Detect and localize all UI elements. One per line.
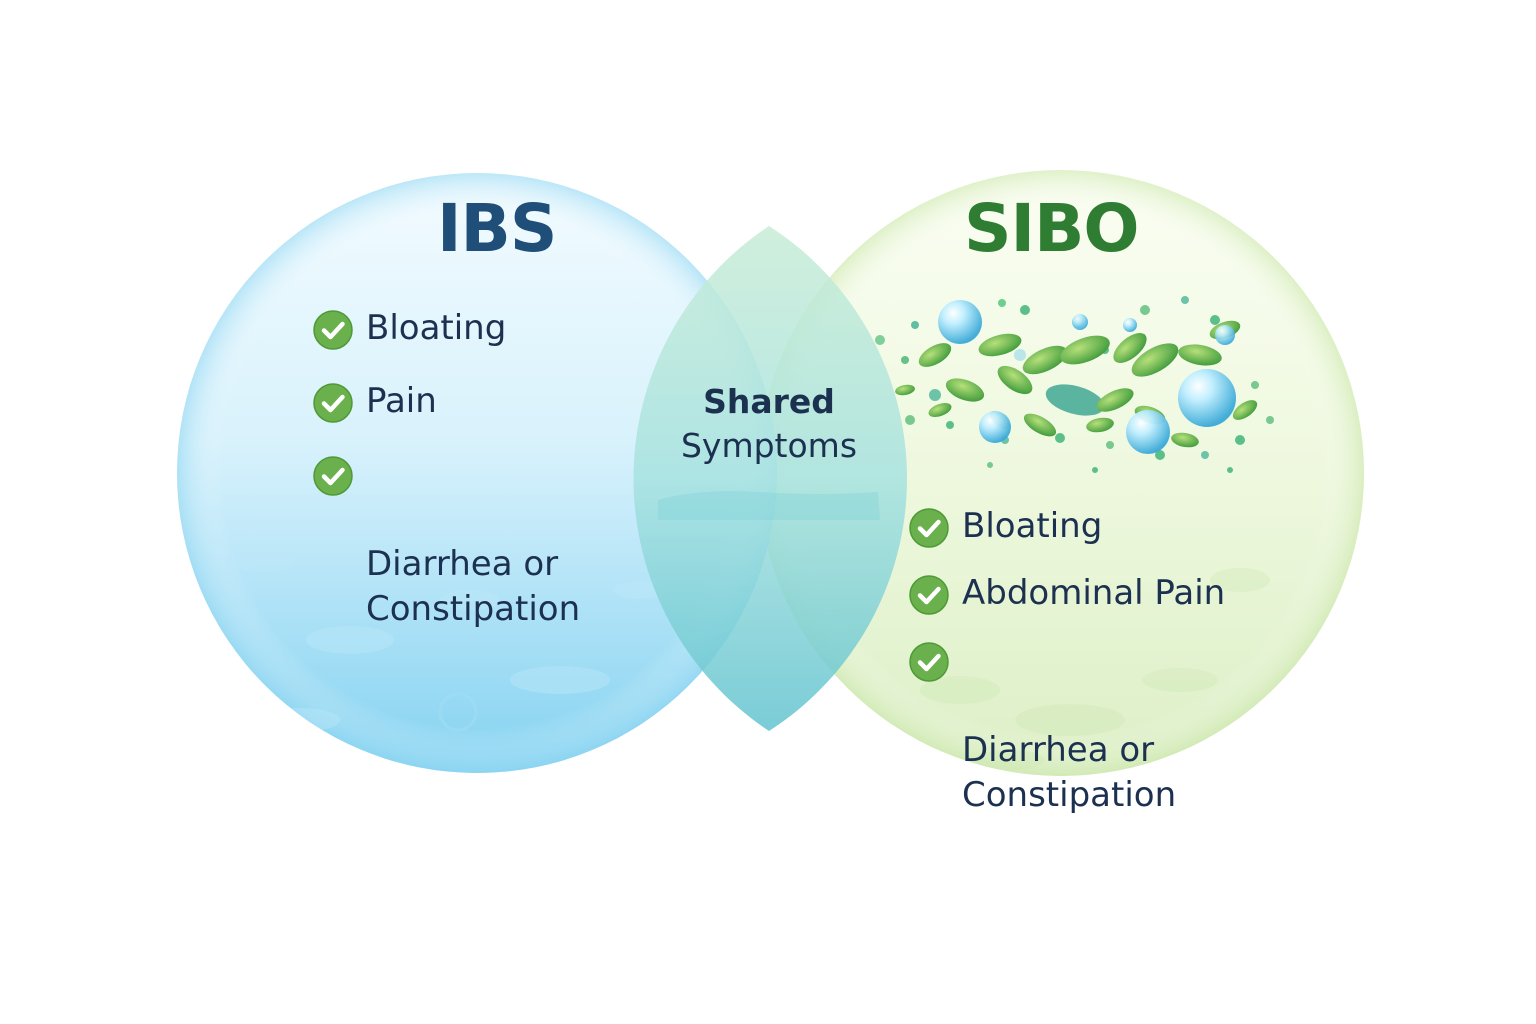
sibo-symptom-list: Bloating Abdominal Pain Diarrhea or Cons…	[908, 504, 1225, 885]
shared-symptoms-label: Shared Symptoms	[650, 380, 888, 468]
list-item: Pain	[312, 379, 580, 424]
ibs-symptom-list: Bloating Pain Diarrhea or Constipation	[312, 306, 580, 705]
symptom-label: Diarrhea or Constipation	[962, 730, 1177, 815]
list-item: Abdominal Pain	[908, 571, 1225, 616]
check-circle-icon	[313, 310, 353, 350]
check-circle-icon	[909, 642, 949, 682]
check-circle-icon	[313, 456, 353, 496]
shared-label-line2: Symptoms	[680, 426, 858, 465]
shared-label-line1: Shared	[703, 382, 835, 421]
symptom-label: Abdominal Pain	[962, 573, 1226, 613]
check-circle-icon	[909, 575, 949, 615]
sibo-title: SIBO	[964, 190, 1140, 267]
symptom-label: Bloating	[366, 308, 507, 348]
list-item: Bloating	[908, 504, 1225, 549]
symptom-label: Diarrhea or Constipation	[366, 544, 581, 629]
bacteria-cluster-icon	[875, 296, 1274, 473]
ibs-title: IBS	[437, 190, 557, 267]
list-item: Bloating	[312, 306, 580, 351]
overlap-region	[633, 226, 908, 731]
list-item: Diarrhea or Constipation	[908, 638, 1225, 863]
symptom-label: Pain	[366, 381, 437, 421]
check-circle-icon	[909, 508, 949, 548]
symptom-label: Bloating	[962, 506, 1103, 546]
check-circle-icon	[313, 383, 353, 423]
list-item: Diarrhea or Constipation	[312, 452, 580, 677]
